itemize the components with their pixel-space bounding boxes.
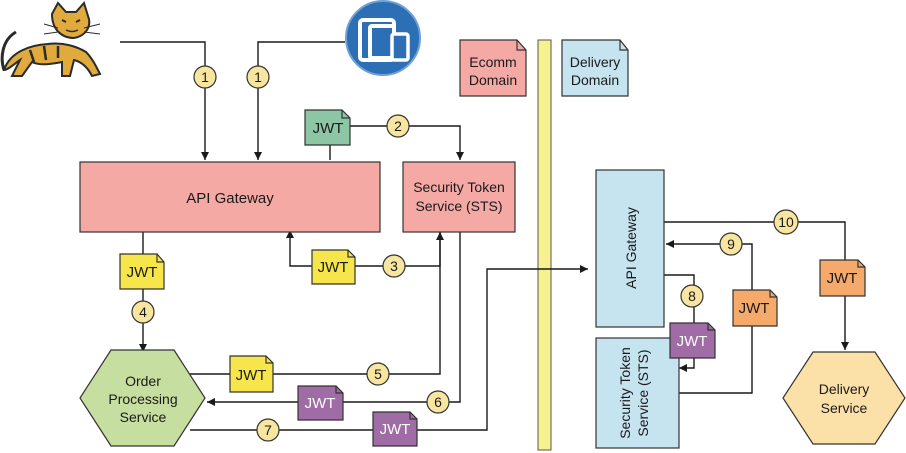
step-number: 2 <box>394 118 402 134</box>
domain-divider <box>537 39 552 451</box>
legend-delivery-line2: Domain <box>571 72 619 88</box>
jwt-label: JWT <box>305 395 336 412</box>
ecomm-api-gateway: API Gateway <box>79 161 381 233</box>
order-processing-service: Order Processing Service <box>79 349 206 447</box>
jwt-token-orange-step9: JWT <box>732 289 778 327</box>
ecomm-sts-line2: Service (STS) <box>415 198 502 214</box>
delivery-service-line1: Delivery <box>819 381 870 397</box>
jwt-token-green: JWT <box>304 109 351 146</box>
ecomm-sts-line1: Security Token <box>413 179 505 195</box>
step-1b: 1 <box>246 65 270 89</box>
delivery-sts-line1: Security Token <box>617 347 633 439</box>
ecomm-api-gateway-label: API Gateway <box>186 190 274 207</box>
order-service-line1: Order <box>125 373 161 389</box>
step-3: 3 <box>382 254 406 278</box>
step-2: 2 <box>386 114 410 138</box>
step-6: 6 <box>426 390 450 414</box>
jwt-label: JWT <box>127 264 158 281</box>
jwt-token-orange-step10: JWT <box>819 259 866 297</box>
legend-ecomm-line2: Domain <box>469 72 517 88</box>
delivery-sts: Security Token Service (STS) <box>595 337 680 449</box>
step-7: 7 <box>256 418 280 442</box>
jwt-label: JWT <box>236 367 267 384</box>
jwt-token-purple-step6: JWT <box>297 385 344 421</box>
delivery-api-gateway: API Gateway <box>595 169 665 328</box>
jwt-label: JWT <box>318 259 349 276</box>
step-number: 8 <box>688 288 696 304</box>
step-number: 9 <box>727 236 735 252</box>
jwt-token-yellow-order: JWT <box>229 355 274 393</box>
step-number: 1 <box>201 69 209 85</box>
delivery-api-gateway-label: API Gateway <box>623 207 639 289</box>
jwt-token-purple-step7: JWT <box>372 411 418 447</box>
jwt-token-purple-delivery: JWT <box>669 322 716 359</box>
step-number: 6 <box>434 394 442 410</box>
jwt-label: JWT <box>827 270 858 287</box>
step-number: 1 <box>254 69 262 85</box>
step-5: 5 <box>366 362 390 386</box>
jwt-token-yellow-sts: JWT <box>311 249 356 285</box>
legend-ecomm-domain: Ecomm Domain <box>459 39 527 97</box>
jwt-token-yellow-gateway: JWT <box>119 253 165 290</box>
jwt-label: JWT <box>380 421 411 438</box>
jwt-label: JWT <box>313 120 344 137</box>
delivery-sts-line2: Service (STS) <box>635 349 651 436</box>
step-9: 9 <box>719 232 743 256</box>
delivery-service-line2: Service <box>821 400 868 416</box>
tomcat-icon <box>0 1 102 78</box>
step-number: 3 <box>390 258 398 274</box>
step-number: 7 <box>264 422 272 438</box>
step-4: 4 <box>131 300 155 324</box>
order-service-line2: Processing <box>108 391 177 407</box>
step-number: 10 <box>778 214 794 230</box>
order-service-line3: Service <box>120 409 167 425</box>
step-10: 10 <box>773 209 799 235</box>
devices-icon <box>345 0 421 76</box>
legend-ecomm-line1: Ecomm <box>469 54 516 70</box>
jwt-label: JWT <box>739 300 770 317</box>
step-number: 4 <box>139 304 147 320</box>
delivery-service: Delivery Service <box>782 351 906 445</box>
step-8: 8 <box>680 284 704 308</box>
step-1a: 1 <box>193 65 217 89</box>
legend-delivery-line1: Delivery <box>570 54 621 70</box>
jwt-label: JWT <box>677 333 708 350</box>
legend-delivery-domain: Delivery Domain <box>561 39 629 97</box>
ecomm-sts: Security Token Service (STS) <box>402 161 516 233</box>
step-number: 5 <box>374 366 382 382</box>
